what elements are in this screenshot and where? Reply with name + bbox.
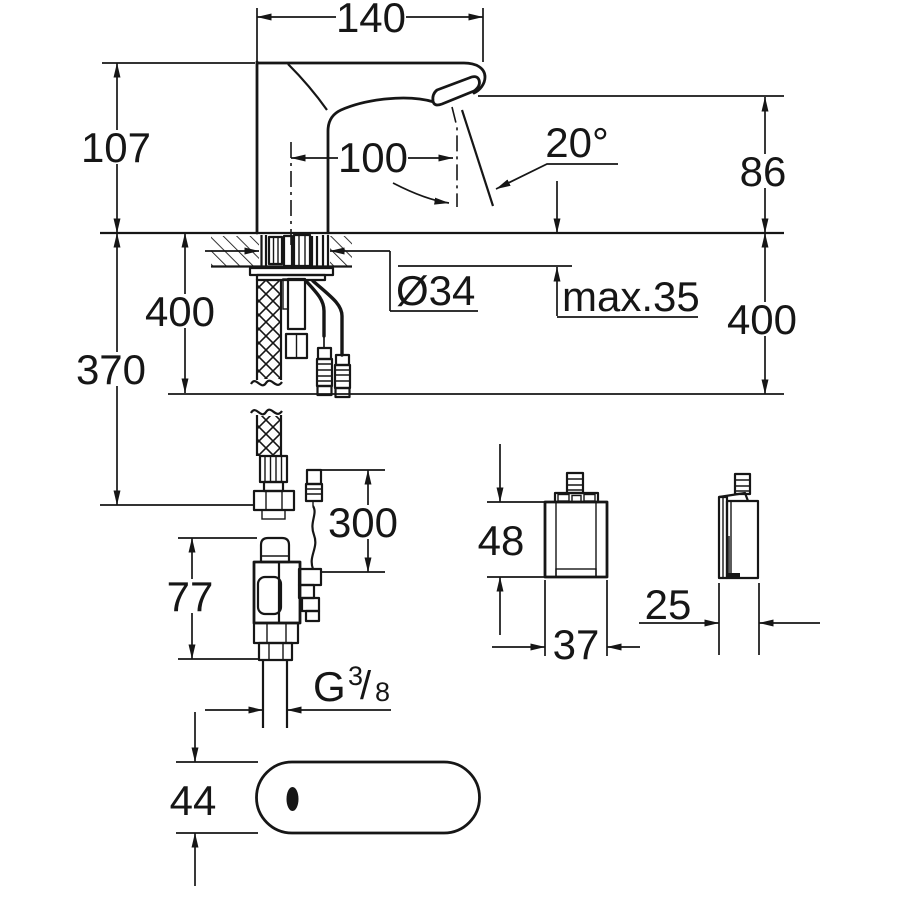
shank-outer-tube bbox=[292, 233, 312, 268]
dim-label-107: 107 bbox=[81, 124, 151, 171]
stream-centerline bbox=[451, 106, 458, 207]
sensor-cable-wavy bbox=[310, 505, 317, 570]
box-side-body bbox=[725, 499, 760, 580]
angle-valve-assembly bbox=[252, 468, 324, 728]
capsule-marking bbox=[286, 787, 299, 811]
dim-label-44: 44 bbox=[170, 777, 217, 824]
knurled-fitting bbox=[258, 454, 289, 484]
braided-hose-fill-2 bbox=[258, 416, 280, 456]
supply-hose-lower bbox=[250, 408, 296, 520]
box-side-nipple bbox=[733, 472, 752, 496]
plug-right-tip bbox=[334, 386, 351, 399]
dim-label-g-slash: / bbox=[360, 664, 372, 708]
hose-break-symbol-top bbox=[250, 379, 283, 387]
cable-left bbox=[304, 279, 326, 338]
faucet-front-edge bbox=[326, 96, 436, 235]
dim-44: 44 bbox=[170, 712, 258, 886]
hose-hex-nut bbox=[252, 489, 296, 512]
box-side-foot bbox=[728, 573, 740, 579]
sensor-plug-body bbox=[304, 482, 324, 503]
braided-hose-fill bbox=[258, 279, 280, 379]
spray-angle-line bbox=[460, 109, 495, 207]
battery-capsule-outline bbox=[255, 760, 481, 835]
dim-86: 86 bbox=[478, 95, 787, 234]
dim-label-37: 37 bbox=[553, 621, 600, 668]
control-box-side-view bbox=[717, 472, 760, 580]
box-front-outline bbox=[543, 500, 609, 579]
dim-400-right: 400 bbox=[168, 232, 797, 395]
dim-label-86: 86 bbox=[740, 148, 787, 195]
shank-inner-tube bbox=[282, 234, 294, 268]
control-box-front-view bbox=[543, 471, 609, 579]
dim-label-max35: max.35 bbox=[562, 273, 700, 320]
shank-fixing-block bbox=[267, 235, 284, 266]
dim-77: 77 bbox=[167, 537, 258, 660]
box-front-nipple bbox=[565, 471, 585, 495]
dim-label-g-denominator: 8 bbox=[375, 677, 390, 707]
valve-collar bbox=[257, 641, 294, 662]
dim-label-140: 140 bbox=[336, 0, 406, 41]
valve-handle bbox=[256, 575, 283, 616]
box-front-bottom-bar bbox=[555, 568, 597, 578]
dim-label-100: 100 bbox=[338, 134, 408, 181]
valve-outlet-elbow bbox=[300, 596, 321, 613]
dim-label-300: 300 bbox=[328, 499, 398, 546]
dim-48: 48 bbox=[478, 444, 545, 635]
dim-label-20deg: 20° bbox=[545, 119, 609, 166]
dim-label-hole-diameter: Ø34 bbox=[396, 267, 475, 314]
dim-370: 370 bbox=[76, 232, 254, 506]
valve-outlet-tip bbox=[304, 609, 321, 623]
inner-pipe bbox=[286, 277, 307, 331]
valve-side-port bbox=[297, 567, 323, 587]
faucet-top-edge bbox=[255, 61, 487, 95]
dim-max35: max.35 bbox=[553, 181, 700, 320]
mounting-shank bbox=[248, 233, 335, 282]
valve-top-cap bbox=[259, 536, 291, 564]
braided-hose-walls-2 bbox=[255, 415, 283, 456]
plug-left-cap bbox=[316, 346, 333, 361]
hose-break-symbol-bottom bbox=[250, 408, 283, 416]
dim-37: 37 bbox=[492, 580, 640, 668]
faucet-side-view bbox=[255, 60, 495, 245]
dim-label-400-left: 400 bbox=[145, 288, 215, 335]
dim-25: 25 bbox=[639, 581, 820, 655]
plug-left-body bbox=[315, 357, 334, 388]
dim-g38: G 3 / 8 bbox=[205, 661, 391, 714]
nut-stub bbox=[261, 509, 286, 520]
aerator-outlet bbox=[431, 75, 481, 107]
braided-hose-walls bbox=[255, 279, 283, 380]
dim-400-left: 400 bbox=[145, 232, 215, 394]
dim-label-400-right: 400 bbox=[727, 296, 797, 343]
dim-140: 140 bbox=[256, 0, 484, 62]
faucet-body-slant bbox=[287, 63, 328, 111]
dim-107: 107 bbox=[81, 62, 255, 234]
cable-right bbox=[311, 279, 344, 357]
threaded-pipe bbox=[261, 660, 289, 728]
cable-connectors bbox=[304, 279, 352, 399]
fitting-neck bbox=[262, 480, 285, 493]
sensor-plug-cap bbox=[305, 468, 323, 486]
shank-left-stud bbox=[260, 235, 268, 267]
dim-300: 300 bbox=[320, 469, 398, 573]
countertop-section bbox=[100, 231, 784, 268]
dim-100: 100 bbox=[290, 134, 454, 181]
valve-hex-nut bbox=[252, 621, 300, 645]
dim-label-48: 48 bbox=[478, 517, 525, 564]
dim-label-g: G bbox=[313, 663, 346, 710]
battery-housing-side-view bbox=[255, 760, 481, 835]
dim-label-25: 25 bbox=[645, 581, 692, 628]
dim-hole-diameter: Ø34 bbox=[205, 247, 478, 314]
dim-20deg: 20° bbox=[392, 119, 618, 205]
dim-label-g-numerator: 3 bbox=[348, 661, 363, 691]
supply-hose-upper bbox=[250, 277, 309, 387]
plug-right-body bbox=[333, 363, 352, 390]
plug-left-tip bbox=[316, 384, 333, 397]
dim-label-77: 77 bbox=[167, 573, 214, 620]
dim-label-370: 370 bbox=[76, 346, 146, 393]
